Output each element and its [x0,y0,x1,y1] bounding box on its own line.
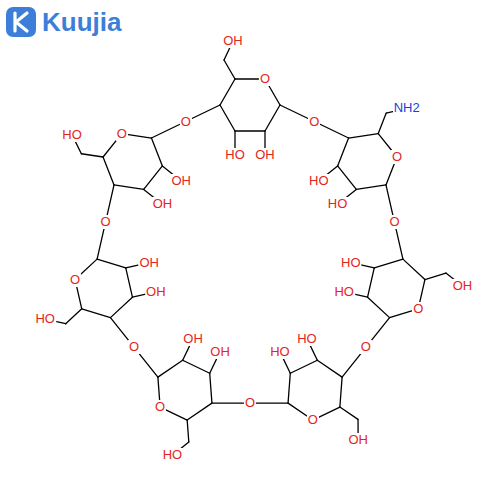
hydroxyl-group: HO [308,174,330,188]
ring-oxygen: O [391,150,403,164]
bond-line [368,268,375,297]
ring-oxygen: O [154,400,166,414]
bond-line [114,185,144,189]
bond-line [82,309,111,318]
bond-line [338,138,349,166]
bond-line [220,79,235,105]
glycosidic-oxygen: O [128,340,140,354]
bond-line [97,259,126,268]
ring-oxygen: O [412,302,424,316]
bond-line [425,273,446,279]
hydroxyl-group: OH [138,256,160,270]
glycosidic-oxygen: O [99,215,111,229]
bond-line [151,138,162,166]
bond-line [368,297,390,317]
bond-line [110,297,132,317]
bond-line [403,259,425,279]
bond-line [374,259,403,268]
hydroxyl-group: HO [296,332,318,346]
hydroxyl-group: HO [34,312,56,326]
hydroxyl-group: OH [152,197,174,211]
hydroxyl-group: OH [254,148,276,162]
bond-line [317,360,342,377]
ring-oxygen: O [69,273,81,287]
hydroxyl-group: OH [182,332,204,346]
bond-line [187,403,212,420]
glycosidic-oxygen: O [308,115,320,129]
bond-line [187,420,189,442]
hydroxyl-group: HO [327,197,349,211]
glycosidic-oxygen: O [244,396,256,410]
bond-line [210,373,212,403]
hydroxyl-group: OH [170,174,192,188]
bond-line [126,268,133,297]
hydroxyl-group: HO [333,285,355,299]
hydroxyl-group: HO [269,345,291,359]
bond-line [158,360,183,377]
watermark: Kuujia [42,7,121,37]
bond-line [144,166,163,189]
bond-line [349,134,379,138]
amino-group: NH2 [393,101,421,115]
bond-line [220,105,235,131]
logo-badge [6,7,36,37]
bond-line [340,407,358,419]
bond-line [340,377,342,407]
bond-line [338,166,357,189]
bond-line [290,360,317,373]
logo-letter [15,13,27,31]
ring-oxygen: O [116,127,128,141]
bond-line [235,130,265,131]
hydroxyl-group: HO [162,448,184,462]
bond-line [66,309,82,324]
hydroxyl-group: OH [222,34,244,48]
glycosidic-oxygen: O [388,215,400,229]
bond-line [378,113,386,133]
hydroxyl-group: OH [209,345,231,359]
bond-line [224,60,235,79]
hydroxyl-group: OH [145,285,167,299]
bond-line [356,185,386,189]
bond-line [183,360,210,373]
bond-line [81,154,103,157]
glycosidic-oxygen: O [360,340,372,354]
ring-oxygen: O [259,72,271,86]
hydroxyl-group: HO [61,128,83,142]
hydroxyl-group: OH [347,433,369,447]
bond-line [103,157,114,185]
bond-line [265,105,280,131]
glycosidic-oxygen: O [180,115,192,129]
bond-line [288,373,290,403]
ring-oxygen: O [307,413,319,427]
hydroxyl-group: OH [452,279,474,293]
hydroxyl-group: HO [224,148,246,162]
hydroxyl-group: HO [340,256,362,270]
